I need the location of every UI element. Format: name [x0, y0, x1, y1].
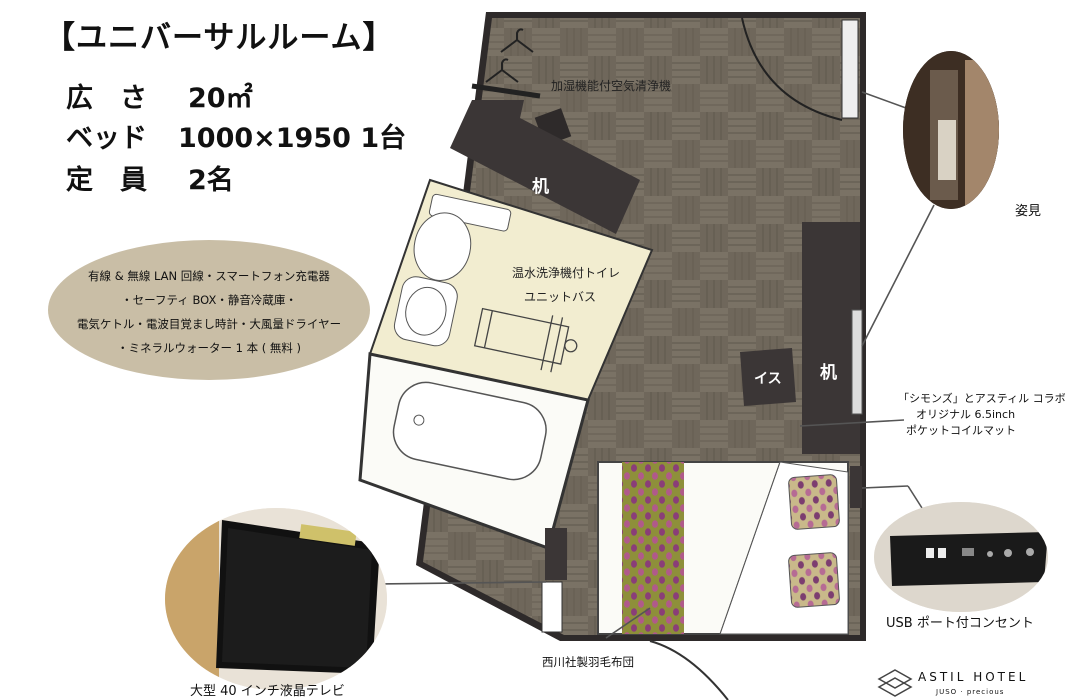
- side-door: [541, 581, 563, 633]
- astil-logo-icon: [877, 669, 913, 697]
- label-desk-right: 机: [820, 363, 837, 383]
- room-title: 【ユニバーサルルーム】: [44, 20, 395, 56]
- door-swing: [741, 17, 843, 121]
- wardrobe-strip: [545, 528, 567, 580]
- spec-bed-label: ベッド: [66, 123, 147, 154]
- label-mattress-3: ポケットコイルマット: [906, 424, 1016, 437]
- amenities-panel: 有線 & 無線 LAN 回線・スマートフォン充電器 ・セーフティ BOX・静音冷…: [48, 240, 370, 380]
- closet: [492, 18, 558, 88]
- label-mattress-1: 「シモンズ」とアスティル コラボ: [898, 392, 1066, 405]
- label-tv: 大型 40 インチ液晶テレビ: [190, 684, 345, 699]
- entry-door: [841, 19, 859, 119]
- label-air-purifier: 加湿機能付空気清浄機: [551, 79, 672, 93]
- chair: [740, 348, 796, 406]
- label-unit-bath: ユニットバス: [524, 290, 597, 304]
- bed-runner: [622, 462, 684, 634]
- bathtub: [392, 381, 547, 481]
- desk-top: [450, 100, 640, 234]
- label-chair: イス: [754, 371, 782, 387]
- callout-lines: [377, 91, 935, 639]
- amenity-line: ・ミネラルウォーター 1 本 ( 無料 ): [116, 341, 302, 355]
- amenity-line: 電気ケトル・電波目覚まし時計・大風量ドライヤー: [76, 317, 342, 331]
- spec-size-label: 広 さ: [66, 83, 147, 114]
- spec-bed: ベッド 1000×1950 1台: [66, 116, 406, 155]
- amenity-line: ・セーフティ BOX・静音冷蔵庫・: [121, 293, 297, 307]
- label-futon: 西川社製羽毛布団: [542, 655, 634, 669]
- hanger-icon: [485, 28, 534, 83]
- outlet-panel: [850, 466, 862, 508]
- pillow: [788, 552, 840, 608]
- desk-right: [802, 222, 860, 454]
- label-outlet: USB ポート付コンセント: [886, 616, 1034, 631]
- spec-capacity-label: 定 員: [66, 165, 147, 196]
- brand-sub: JUSO · precious: [936, 688, 1005, 696]
- door-swing-bottom: [649, 640, 729, 700]
- wheelchair-icon: [473, 307, 578, 373]
- closet-rod: [471, 83, 541, 99]
- spec-size: 広 さ 20㎡: [66, 76, 253, 115]
- label-desk-top: 机: [532, 177, 549, 197]
- spec-bed-value: 1000×1950 1台: [178, 123, 407, 154]
- label-toilet: 温水洗浄機付トイレ: [512, 266, 621, 280]
- toilet: [413, 193, 512, 281]
- pillow: [788, 474, 840, 530]
- amenity-line: 有線 & 無線 LAN 回線・スマートフォン充電器: [88, 269, 330, 283]
- spec-size-value: 20㎡: [188, 83, 253, 114]
- mirror-panel: [851, 309, 863, 415]
- label-mirror: 姿見: [1015, 204, 1042, 219]
- sink: [393, 276, 458, 347]
- brand-name: ASTIL HOTEL: [918, 670, 1029, 684]
- spec-capacity: 定 員 2名: [66, 158, 234, 197]
- spec-capacity-value: 2名: [188, 165, 234, 196]
- label-mattress-2: オリジナル 6.5inch: [916, 408, 1016, 421]
